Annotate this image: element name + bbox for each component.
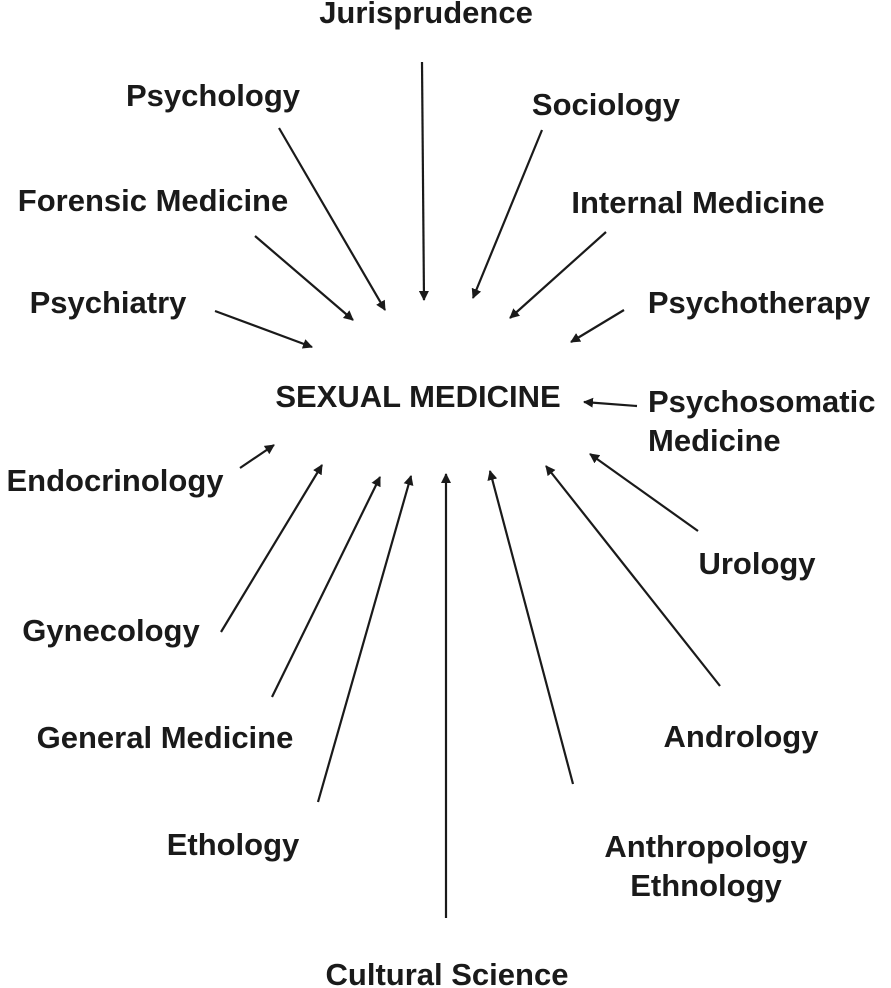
arrow-psychiatry <box>214 309 313 349</box>
label-endocrinology: Endocrinology <box>7 463 225 498</box>
label-jurisprudence: Jurisprudence <box>319 0 533 30</box>
arrow-psychology <box>278 127 386 311</box>
label-psychosomatic-medicine-line2: Medicine <box>648 423 781 458</box>
arrow-general-medicine <box>271 476 381 698</box>
arrow-forensic-medicine <box>254 235 354 321</box>
label-anthropology-ethnology-line2: Ethnology <box>630 868 782 903</box>
arrow-psychosomatic-medicine <box>583 397 638 408</box>
label-psychology: Psychology <box>126 78 301 113</box>
labels-group: Jurisprudence Psychology Sociology Foren… <box>7 0 876 988</box>
center-label: SEXUAL MEDICINE <box>275 379 560 414</box>
label-psychosomatic-medicine-line1: Psychosomatic <box>648 384 875 419</box>
label-cultural-science: Cultural Science <box>326 957 569 988</box>
label-urology: Urology <box>698 546 816 581</box>
arrow-sociology <box>471 129 544 299</box>
label-psychotherapy: Psychotherapy <box>648 285 871 320</box>
label-general-medicine: General Medicine <box>37 720 294 755</box>
arrow-ethology <box>316 475 414 803</box>
label-ethology: Ethology <box>167 827 300 862</box>
arrow-anthropology-ethnology <box>487 470 575 785</box>
arrow-andrology <box>545 465 721 687</box>
label-anthropology-ethnology-line1: Anthropology <box>604 829 808 864</box>
arrow-internal-medicine <box>509 231 607 319</box>
label-gynecology: Gynecology <box>22 613 200 648</box>
arrows-group <box>214 61 721 918</box>
label-internal-medicine: Internal Medicine <box>571 185 824 220</box>
label-sociology: Sociology <box>532 87 681 122</box>
arrow-psychotherapy <box>570 309 625 343</box>
label-psychiatry: Psychiatry <box>30 285 188 320</box>
arrow-jurisprudence <box>418 61 429 301</box>
label-andrology: Andrology <box>664 719 820 754</box>
arrow-gynecology <box>220 464 323 633</box>
arrow-endocrinology <box>239 444 275 469</box>
arrow-urology <box>589 453 699 532</box>
label-forensic-medicine: Forensic Medicine <box>18 183 288 218</box>
